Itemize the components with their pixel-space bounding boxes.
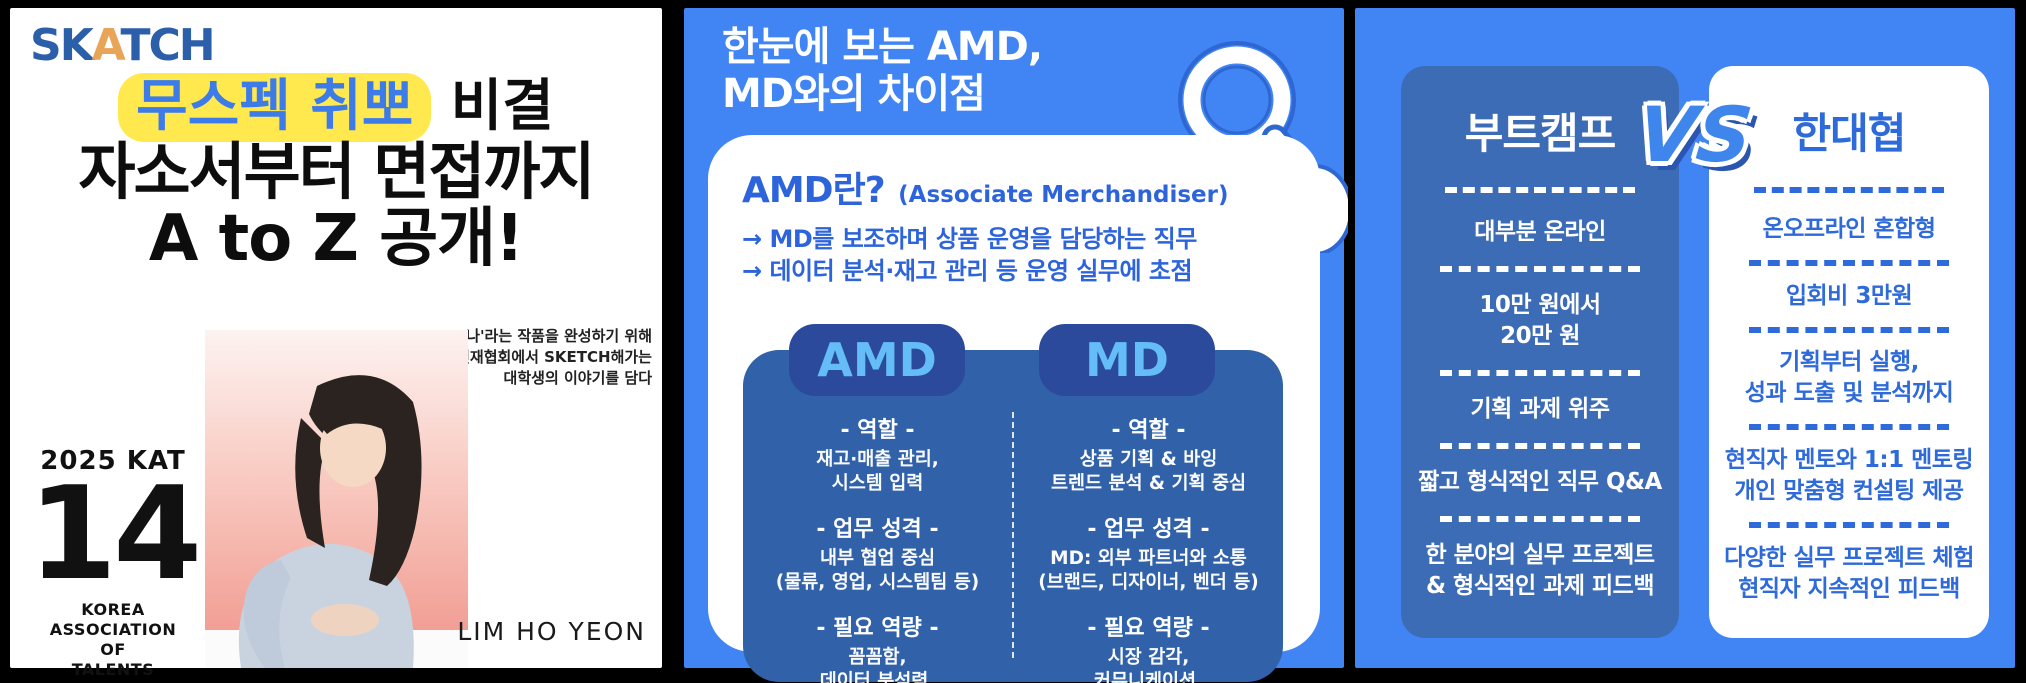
highlighted-keyword: 무스펙 취뽀 bbox=[118, 73, 432, 142]
bootcamp-item-5: 한 분야의 실무 프로젝트 & 형식적인 과제 피드백 bbox=[1425, 541, 1655, 599]
section-body: MD: 외부 파트너와 소통 (브랜드, 디자이너, 벤더 등) bbox=[1038, 547, 1259, 593]
md-pill: MD bbox=[1039, 323, 1215, 396]
interviewee-name: LIM HO YEON bbox=[457, 617, 646, 646]
card-heading-main: AMD란? bbox=[742, 170, 886, 211]
association-item-4: 현직자 멘토와 1:1 멘토링 개인 맞춤형 컨설팅 제공 bbox=[1724, 447, 1974, 505]
card-heading-sub: (Associate Merchandiser) bbox=[898, 182, 1229, 208]
card-heading: AMD란? (Associate Merchandiser) bbox=[742, 161, 1286, 213]
association-item-3: 기획부터 실행, 성과 도출 및 분석까지 bbox=[1744, 349, 1954, 407]
dashed-line bbox=[1440, 515, 1640, 522]
amd-md-comparison-box: AMD MD - 역할 - 재고·매출 관리, 시스템 입력 - 업무 성격 -… bbox=[743, 323, 1283, 683]
section-body: 시장 감각, 커뮤니케이션, 기획력 bbox=[1093, 646, 1204, 683]
title-line-3: A to Z 공개! bbox=[148, 201, 524, 276]
bullet-2: → 데이터 분석·재고 관리 등 운영 실무에 초점 bbox=[742, 257, 1193, 286]
amd-pill: AMD bbox=[789, 323, 965, 396]
bootcamp-vs-association-slide: 부트캠프 대부분 온라인 10만 원에서 20만 원 기획 과제 위주 짧고 형… bbox=[1355, 8, 2015, 668]
section-heading: - 업무 성격 - bbox=[816, 516, 939, 542]
dashed-line bbox=[1440, 265, 1640, 272]
section-body: 상품 기획 & 바잉 트렌드 분석 & 기획 중심 bbox=[1050, 448, 1247, 494]
section-body: 내부 협업 중심 (물류, 영업, 시스템팀 등) bbox=[775, 547, 980, 593]
sketch-logo: SKATCH bbox=[30, 20, 216, 71]
definition-bullets: → MD를 보조하며 상품 운영을 담당하는 직무 → 데이터 분석·재고 관리… bbox=[742, 223, 1286, 288]
definition-card: AMD란? (Associate Merchandiser) → MD를 보조하… bbox=[708, 135, 1320, 683]
dashed-line bbox=[1440, 442, 1640, 449]
edition-badge: 2025 KAT 14 KOREA ASSOCIATION OF TALENTS bbox=[28, 446, 202, 680]
association-title: 한대협 bbox=[1792, 109, 1907, 158]
vs-badge: VS bbox=[1633, 89, 1757, 179]
amd-section-worktype: - 업무 성격 - 내부 협업 중심 (물류, 영업, 시스템팀 등) bbox=[743, 511, 1012, 595]
section-heading: - 필요 역량 - bbox=[816, 615, 939, 641]
bootcamp-item-2: 10만 원에서 20만 원 bbox=[1479, 291, 1601, 349]
title-line-1-rest: 비결 bbox=[431, 74, 554, 139]
cover-slide: SKATCH 무스펙 취뽀 비결 자소서부터 면접까지 A to Z 공개! '… bbox=[10, 8, 662, 679]
title-line-1: 무스펙 취뽀 비결 bbox=[10, 73, 662, 142]
edition-year: 2025 KAT bbox=[40, 446, 186, 476]
dashed-line bbox=[1749, 522, 1949, 529]
bootcamp-column: 부트캠프 대부분 온라인 10만 원에서 20만 원 기획 과제 위주 짧고 형… bbox=[1401, 66, 1679, 638]
section-heading: - 필요 역량 - bbox=[1087, 615, 1210, 641]
bootcamp-item-4: 짧고 형식적인 직무 Q&A bbox=[1418, 468, 1662, 495]
bootcamp-item-3: 기획 과제 위주 bbox=[1470, 395, 1610, 422]
interviewee-photo bbox=[205, 330, 468, 668]
md-section-worktype: - 업무 성격 - MD: 외부 파트너와 소통 (브랜드, 디자이너, 벤더 … bbox=[1014, 511, 1283, 595]
amd-section-role: - 역할 - 재고·매출 관리, 시스템 입력 bbox=[743, 412, 1012, 496]
logo-text-tch: TCH bbox=[120, 20, 215, 71]
bootcamp-item-1: 대부분 온라인 bbox=[1474, 218, 1606, 245]
md-column: - 역할 - 상품 기획 & 바잉 트렌드 분석 & 기획 중심 - 업무 성격… bbox=[1014, 406, 1283, 683]
dashed-line bbox=[1749, 259, 1949, 266]
md-section-role: - 역할 - 상품 기획 & 바잉 트렌드 분석 & 기획 중심 bbox=[1014, 412, 1283, 496]
md-section-skills: - 필요 역량 - 시장 감각, 커뮤니케이션, 기획력 bbox=[1014, 610, 1283, 683]
edition-number: 14 bbox=[28, 460, 202, 609]
section-body: 꼼꼼함, 데이터 분석력, 프로세스 관리 bbox=[819, 646, 936, 683]
logo-cat-a: A bbox=[91, 20, 123, 71]
organization-name: KOREA ASSOCIATION OF TALENTS bbox=[49, 599, 177, 679]
dashed-line bbox=[1445, 187, 1635, 193]
section-heading: - 업무 성격 - bbox=[1087, 516, 1210, 542]
cover-title: 무스펙 취뽀 비결 자소서부터 면접까지 A to Z 공개! bbox=[10, 73, 662, 276]
dashed-divider bbox=[1012, 411, 1014, 658]
section-body: 재고·매출 관리, 시스템 입력 bbox=[816, 448, 939, 494]
section-heading: - 역할 - bbox=[1111, 417, 1186, 443]
person-illustration bbox=[205, 375, 468, 668]
amd-column: - 역할 - 재고·매출 관리, 시스템 입력 - 업무 성격 - 내부 협업 … bbox=[743, 406, 1012, 683]
association-item-1: 온오프라인 혼합형 bbox=[1762, 215, 1936, 242]
logo-text-sk: SK bbox=[30, 20, 94, 71]
slide-title: 한눈에 보는 AMD, MD와의 차이점 bbox=[722, 24, 1043, 118]
dashed-line bbox=[1749, 326, 1949, 333]
title-line-2: 자소서부터 면접까지 bbox=[78, 134, 596, 208]
section-heading: - 역할 - bbox=[840, 417, 915, 443]
bullet-1: → MD를 보조하며 상품 운영을 담당하는 직무 bbox=[742, 225, 1197, 253]
association-item-5: 다양한 실무 프로젝트 체험 현직자 지속적인 피드백 bbox=[1724, 545, 1974, 603]
amd-md-slide: 한눈에 보는 AMD, MD와의 차이점 AMD란? (Associate Me… bbox=[684, 8, 1353, 683]
dashed-line bbox=[1440, 369, 1640, 376]
association-item-2: 입회비 3만원 bbox=[1785, 282, 1913, 309]
amd-section-skills: - 필요 역량 - 꼼꼼함, 데이터 분석력, 프로세스 관리 bbox=[743, 610, 1012, 683]
intro-quote: '나'라는 작품을 완성하기 위해 한국대학생인재협회에서 SKETCH해가는 … bbox=[387, 327, 652, 387]
md-pill-label: MD bbox=[1085, 332, 1169, 387]
association-column: 한대협 온오프라인 혼합형 입회비 3만원 기획부터 실행, 성과 도출 및 분… bbox=[1709, 66, 1989, 638]
bootcamp-title: 부트캠프 bbox=[1464, 109, 1617, 158]
dashed-line bbox=[1754, 187, 1944, 193]
amd-pill-label: AMD bbox=[817, 332, 937, 387]
dashed-line bbox=[1749, 424, 1949, 431]
